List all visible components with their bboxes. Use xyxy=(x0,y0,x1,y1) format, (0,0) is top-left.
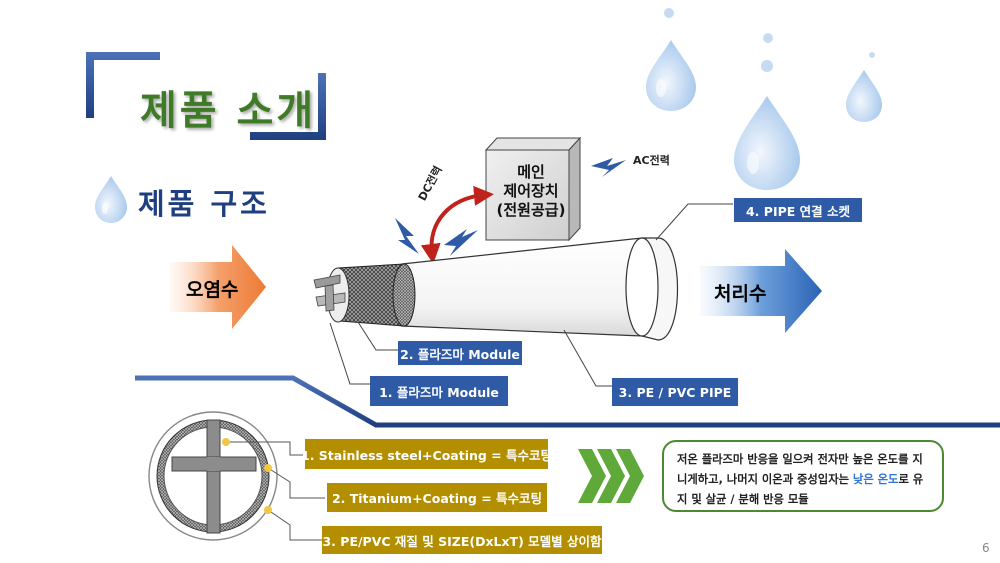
callout-pipe: 3. PE / PVC PIPE xyxy=(612,378,738,406)
cross-section-leaders xyxy=(226,441,325,541)
water-drop-bullet-icon xyxy=(95,176,127,223)
water-drop-dot xyxy=(763,33,773,43)
controller-label: 메인 제어장치 (전원공급) xyxy=(486,163,576,220)
callout-module-outer: 2. 플라즈마 Module xyxy=(398,341,522,365)
callout-socket: 4. PIPE 연결 소켓 xyxy=(734,198,862,222)
description-highlight: 낮은 온도 xyxy=(852,473,899,486)
chevron-right-icon xyxy=(578,449,644,503)
section-subtitle: 제품 구조 xyxy=(138,187,270,221)
cross-section-label-3: 3. PE/PVC 재질 및 SIZE(DxLxT) 모델별 상이함 xyxy=(322,526,602,554)
controller-box xyxy=(484,136,582,242)
description-line: 저온 플라즈마 반응을 일으켜 전자만 높은 온도를 지 xyxy=(677,453,923,466)
description-box: 저온 플라즈마 반응을 일으켜 전자만 높은 온도를 지 니게하고, 나머지 이… xyxy=(662,440,944,512)
controller-label-line: 제어장치 xyxy=(503,182,559,200)
water-drop-icon xyxy=(646,40,696,111)
pvc-pipe xyxy=(313,237,678,341)
cross-section-label-1: 1. Stainless steel+Coating = 특수코팅 xyxy=(301,439,552,469)
description-text: 니게하고, 나머지 이온과 중성입자는 xyxy=(677,473,853,486)
page-title: 제품 소개 xyxy=(140,88,317,134)
lightning-icon xyxy=(395,218,419,254)
dc-power-arrow xyxy=(420,185,494,264)
water-drop-dot xyxy=(761,60,773,72)
description-line: 지 및 살균 / 분해 반응 모듈 xyxy=(677,493,809,506)
marker-dot xyxy=(264,506,272,514)
outflow-arrow xyxy=(700,249,822,333)
marker-dot xyxy=(222,438,230,446)
callout-module-inner: 1. 플라즈마 Module xyxy=(370,376,508,406)
water-drop-dot xyxy=(869,52,875,58)
description-text: 로 유 xyxy=(898,473,924,486)
callout-leaders xyxy=(329,203,733,387)
ac-power-label: AC전력 xyxy=(633,154,670,167)
marker-dot xyxy=(264,464,272,472)
inflow-arrow xyxy=(170,245,266,329)
lightning-icon xyxy=(591,158,626,177)
inflow-label: 오염수 xyxy=(186,279,239,301)
outflow-label: 처리수 xyxy=(714,283,767,305)
water-drop-dot xyxy=(664,8,674,18)
description-line: 니게하고, 나머지 이온과 중성입자는 낮은 온도로 유 xyxy=(677,470,932,490)
page-number: 6 xyxy=(982,541,990,555)
lightning-icon xyxy=(444,229,478,256)
title-bracket xyxy=(86,52,326,140)
cross-section-label-2: 2. Titanium+Coating = 특수코팅 xyxy=(327,483,547,512)
water-drop-icon xyxy=(734,96,800,190)
cross-section xyxy=(148,411,278,541)
water-drop-icon xyxy=(846,70,882,122)
controller-label-line: (전원공급) xyxy=(496,201,566,219)
section-divider xyxy=(135,375,1000,428)
controller-label-line: 메인 xyxy=(517,163,545,181)
